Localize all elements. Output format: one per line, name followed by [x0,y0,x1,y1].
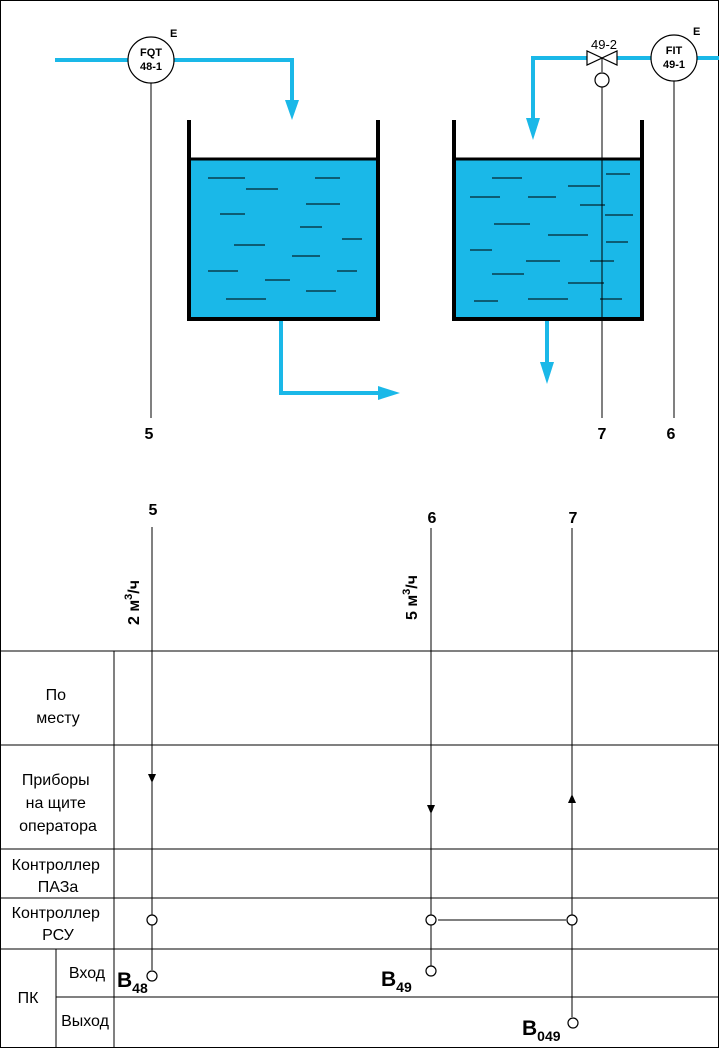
line-number-top-7: 7 [598,426,607,443]
row-label-output: Выход [61,1013,110,1030]
line-number-top-5: 5 [145,426,154,443]
arrow-up-7 [568,794,576,803]
row-label-pk: ПК [18,990,40,1007]
fqt-label-1: FQT [140,47,162,59]
fqt-mark: E [170,28,177,40]
fit-label-2: 49-1 [663,59,685,71]
line-number-bottom-6: 6 [428,510,437,527]
tank-2 [452,120,644,321]
fit-mark: E [693,26,700,38]
arrow-down-6 [427,805,435,814]
line-number-top-6: 6 [667,426,676,443]
row-label-panel: Приборы на щите оператора [19,772,97,835]
row-label-rsu: Контроллер РСУ [12,905,105,944]
arrow-down-5 [148,774,156,783]
signal-b48: В48 [117,969,148,996]
row-label-paz: Контроллер ПАЗа [12,857,105,896]
line-number-bottom-5: 5 [149,502,158,519]
signal-b49: В49 [381,968,412,995]
instrument-fit-49-1: FIT 49-1 E [650,26,700,418]
fit-label-1: FIT [666,45,683,57]
fqt-label-2: 48-1 [140,61,162,73]
valve-49-2: 49-2 [586,37,618,418]
row-label-local: По месту [36,687,79,727]
flow-lines [55,56,719,400]
valve-tag: 49-2 [591,37,617,52]
tank-1 [187,120,380,321]
instrument-fqt-48-1: FQT 48-1 E [127,28,177,418]
signal-lines [151,527,573,1017]
signal-nodes [146,914,579,1029]
line-number-bottom-7: 7 [569,510,578,527]
flow-label-2: 2 м3/ч [123,580,143,625]
row-label-input: Вход [69,965,106,982]
location-table [0,650,719,1048]
flow-label-5: 5 м3/ч [401,575,421,620]
signal-b049: В049 [522,1017,561,1044]
